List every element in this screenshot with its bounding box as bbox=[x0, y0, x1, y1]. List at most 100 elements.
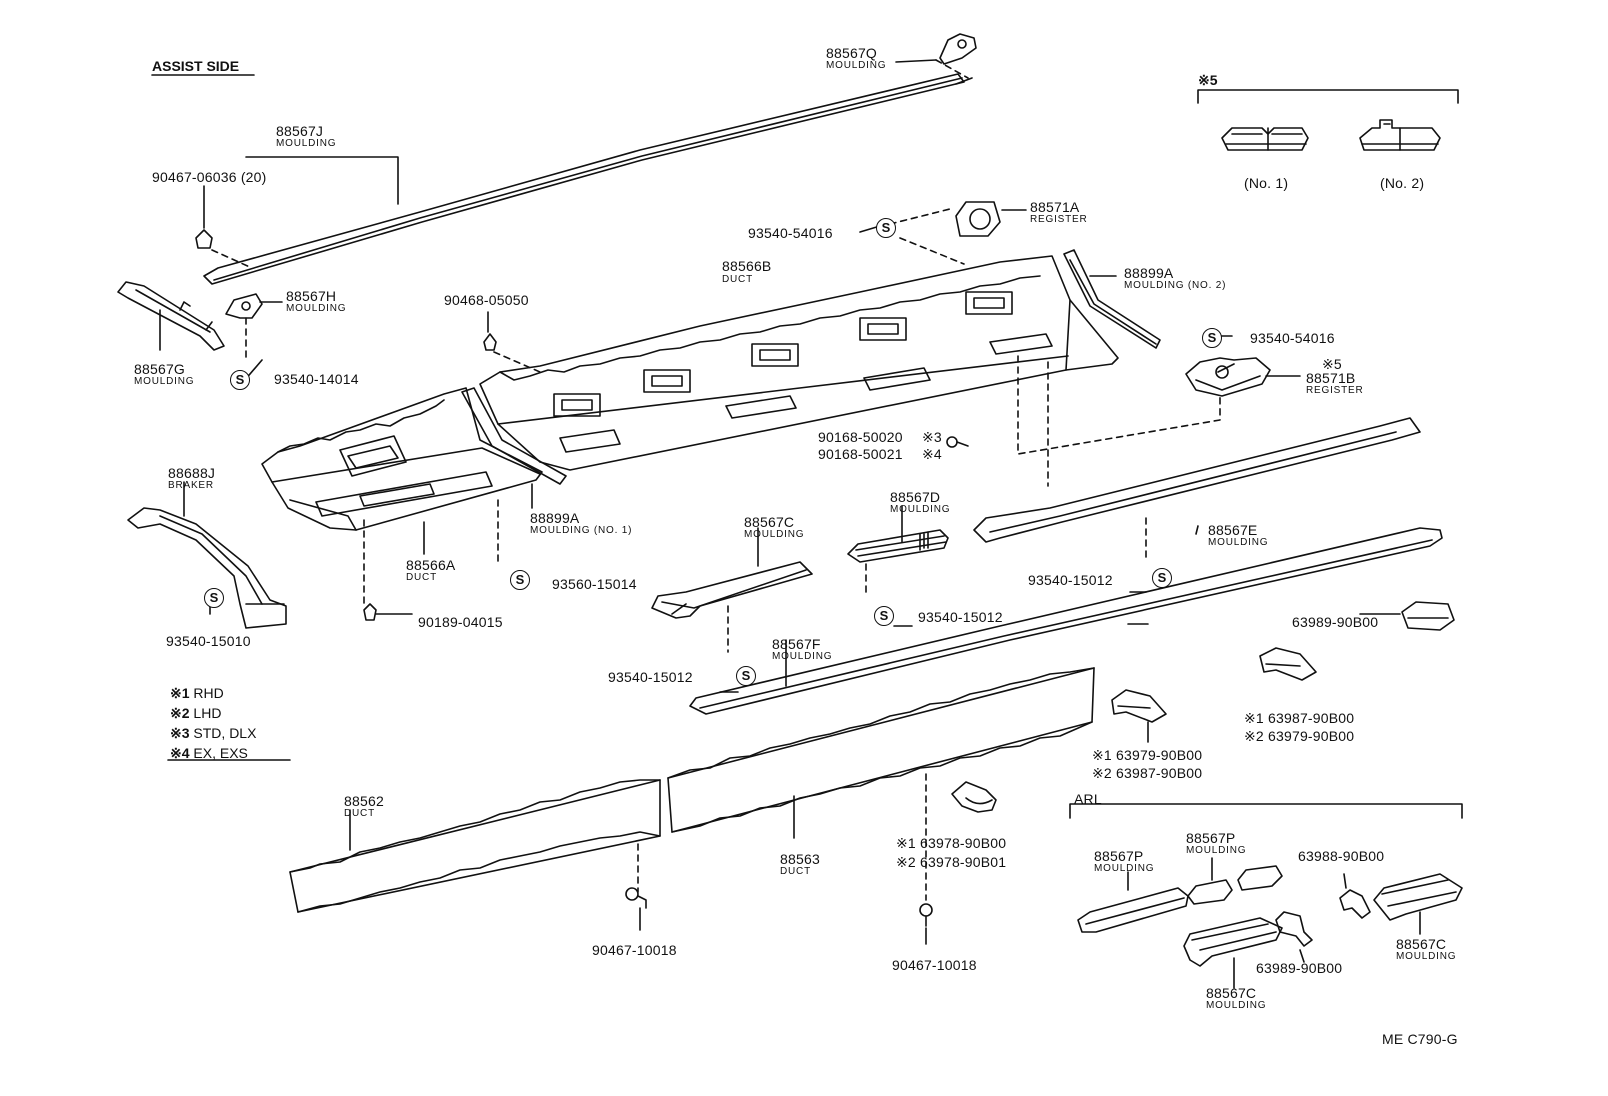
part-88563-drawing bbox=[667, 667, 1095, 833]
label-88567Q-name: MOULDING bbox=[826, 60, 887, 71]
label-88688J-number: 88688J bbox=[168, 465, 216, 481]
screw-symbol-icon: S bbox=[510, 570, 530, 590]
label-93540-15012-right: 93540-15012 bbox=[1028, 572, 1113, 588]
legend-3: ※3 STD, DLX bbox=[170, 725, 257, 741]
arl-88567C-bottom-drawing bbox=[1183, 917, 1283, 967]
label-88567G-name: MOULDING bbox=[134, 376, 195, 387]
label-88566B-name: DUCT bbox=[722, 274, 753, 285]
label-88567Q-number: 88567Q bbox=[826, 45, 878, 61]
label-93540-14014: 93540-14014 bbox=[274, 371, 359, 387]
label-88571B-mark: ※5 bbox=[1322, 356, 1342, 372]
part-63978-drawing bbox=[951, 781, 997, 813]
part-88566A-drawing bbox=[261, 387, 543, 531]
label-90168-50020-number: 90168-50020 bbox=[818, 429, 903, 445]
label-88562-number: 88562 bbox=[344, 793, 384, 809]
note5-mark: ※5 bbox=[1198, 72, 1218, 88]
label-93540-15010: 93540-15010 bbox=[166, 633, 251, 649]
arl-88567C-right-drawing bbox=[1373, 873, 1463, 921]
screw-symbol-icon: S bbox=[874, 606, 894, 626]
label-90467-10018-b: 90467-10018 bbox=[892, 957, 977, 973]
screw-symbol-icon: S bbox=[204, 588, 224, 608]
label-88567J-name: MOULDING bbox=[276, 138, 337, 149]
label-88571B-number: 88571B bbox=[1306, 370, 1356, 386]
label-88566B-number: 88566B bbox=[722, 258, 772, 274]
label-88567P-a-name: MOULDING bbox=[1094, 863, 1155, 874]
label-90168-50021-number: 90168-50021 bbox=[818, 446, 903, 462]
arl-63989-90B00-drawing bbox=[1275, 911, 1313, 947]
label-88567C-middle-name: MOULDING bbox=[744, 529, 805, 540]
variant-no1-label: (No. 1) bbox=[1244, 175, 1289, 191]
part-88567C-middle-drawing bbox=[651, 561, 813, 619]
label-93540-15012-c: 93540-15012 bbox=[608, 669, 693, 685]
screw-symbol-icon: S bbox=[876, 218, 896, 238]
screw-symbol-icon: S bbox=[1152, 568, 1172, 588]
label-88567F-name: MOULDING bbox=[772, 651, 833, 662]
label-88567P-b-name: MOULDING bbox=[1186, 845, 1247, 856]
part-88566B-drawing bbox=[479, 255, 1119, 471]
arl-bracket bbox=[1069, 803, 1463, 819]
part-88567H-drawing bbox=[225, 293, 263, 319]
bolt-90467-10018-b-drawing bbox=[919, 903, 933, 927]
label-93540-54016-a: 93540-54016 bbox=[748, 225, 833, 241]
label-63979-line2: ※2 63987-90B00 bbox=[1092, 765, 1203, 781]
label-88567P-b-number: 88567P bbox=[1186, 830, 1236, 846]
label-88567P-a-number: 88567P bbox=[1094, 848, 1144, 864]
label-88571A-name: REGISTER bbox=[1030, 214, 1088, 225]
legend-4: ※4 EX, EXS bbox=[170, 745, 248, 761]
label-88571B-name: REGISTER bbox=[1306, 385, 1364, 396]
label-88567C-arl-right-number: 88567C bbox=[1396, 936, 1447, 952]
label-88899A-no2-name: MOULDING (NO. 2) bbox=[1124, 280, 1227, 291]
screw-90168-drawing bbox=[946, 436, 969, 448]
label-88567E-name: MOULDING bbox=[1208, 537, 1269, 548]
label-90168-50021-mark: ※4 bbox=[922, 446, 942, 462]
label-90468-05050: 90468-05050 bbox=[444, 292, 529, 308]
part-88567Q-drawing bbox=[939, 33, 977, 65]
label-88562-name: DUCT bbox=[344, 808, 375, 819]
arl-88567P-long-drawing bbox=[1077, 887, 1189, 933]
drawing-code: ME C790-G bbox=[1382, 1031, 1458, 1047]
page-title: ASSIST SIDE bbox=[152, 58, 240, 74]
part-63989-90B00-drawing bbox=[1401, 601, 1455, 631]
label-88688J-name: BRAKER bbox=[168, 480, 214, 491]
label-63978-line2: ※2 63978-90B01 bbox=[896, 854, 1007, 870]
label-88566A-name: DUCT bbox=[406, 572, 437, 583]
screw-symbol-icon: S bbox=[230, 370, 250, 390]
part-88688J-drawing bbox=[127, 507, 287, 629]
label-93540-15012-d: 93540-15012 bbox=[918, 609, 1003, 625]
label-88567C-middle-number: 88567C bbox=[744, 514, 795, 530]
part-88567D-drawing bbox=[847, 529, 949, 563]
part-88571B-drawing bbox=[1185, 357, 1271, 397]
register-no2-drawing bbox=[1359, 119, 1441, 151]
label-88567C-arl-bottom-name: MOULDING bbox=[1206, 1000, 1267, 1011]
label-88567H-name: MOULDING bbox=[286, 303, 347, 314]
label-88567C-arl-bottom-number: 88567C bbox=[1206, 985, 1257, 1001]
part-88899A-no1-drawing bbox=[461, 387, 567, 485]
label-88899A-no2-number: 88899A bbox=[1124, 265, 1174, 281]
screw-symbol-icon: S bbox=[1202, 328, 1222, 348]
label-88566A-number: 88566A bbox=[406, 557, 456, 573]
bolt-90467-10018-a-drawing bbox=[625, 887, 647, 909]
label-88567E-number: 88567E bbox=[1208, 522, 1258, 538]
arl-63988-90B00-drawing bbox=[1339, 889, 1371, 919]
label-90189-04015: 90189-04015 bbox=[418, 614, 503, 630]
note5-bracket bbox=[1197, 89, 1459, 104]
label-63988-90B00: 63988-90B00 bbox=[1298, 848, 1385, 864]
label-90168-50020-mark: ※3 bbox=[922, 429, 942, 445]
screw-symbol-icon: S bbox=[736, 666, 756, 686]
part-88567F-drawing bbox=[689, 527, 1443, 715]
label-88563-name: DUCT bbox=[780, 866, 811, 877]
part-88571A-drawing bbox=[955, 201, 1001, 237]
label-88567H-number: 88567H bbox=[286, 288, 337, 304]
label-63987-line2: ※2 63979-90B00 bbox=[1244, 728, 1355, 744]
label-90467-10018-a: 90467-10018 bbox=[592, 942, 677, 958]
label-63987-line1: ※1 63987-90B00 bbox=[1244, 710, 1355, 726]
clip-90189-04015-drawing bbox=[363, 603, 377, 621]
part-88562-drawing bbox=[289, 779, 661, 913]
legend-2: ※2 LHD bbox=[170, 705, 222, 721]
label-88567J-number: 88567J bbox=[276, 123, 324, 139]
label-88567G-number: 88567G bbox=[134, 361, 186, 377]
part-88567G-drawing bbox=[117, 281, 225, 351]
label-93540-54016-b: 93540-54016 bbox=[1250, 330, 1335, 346]
